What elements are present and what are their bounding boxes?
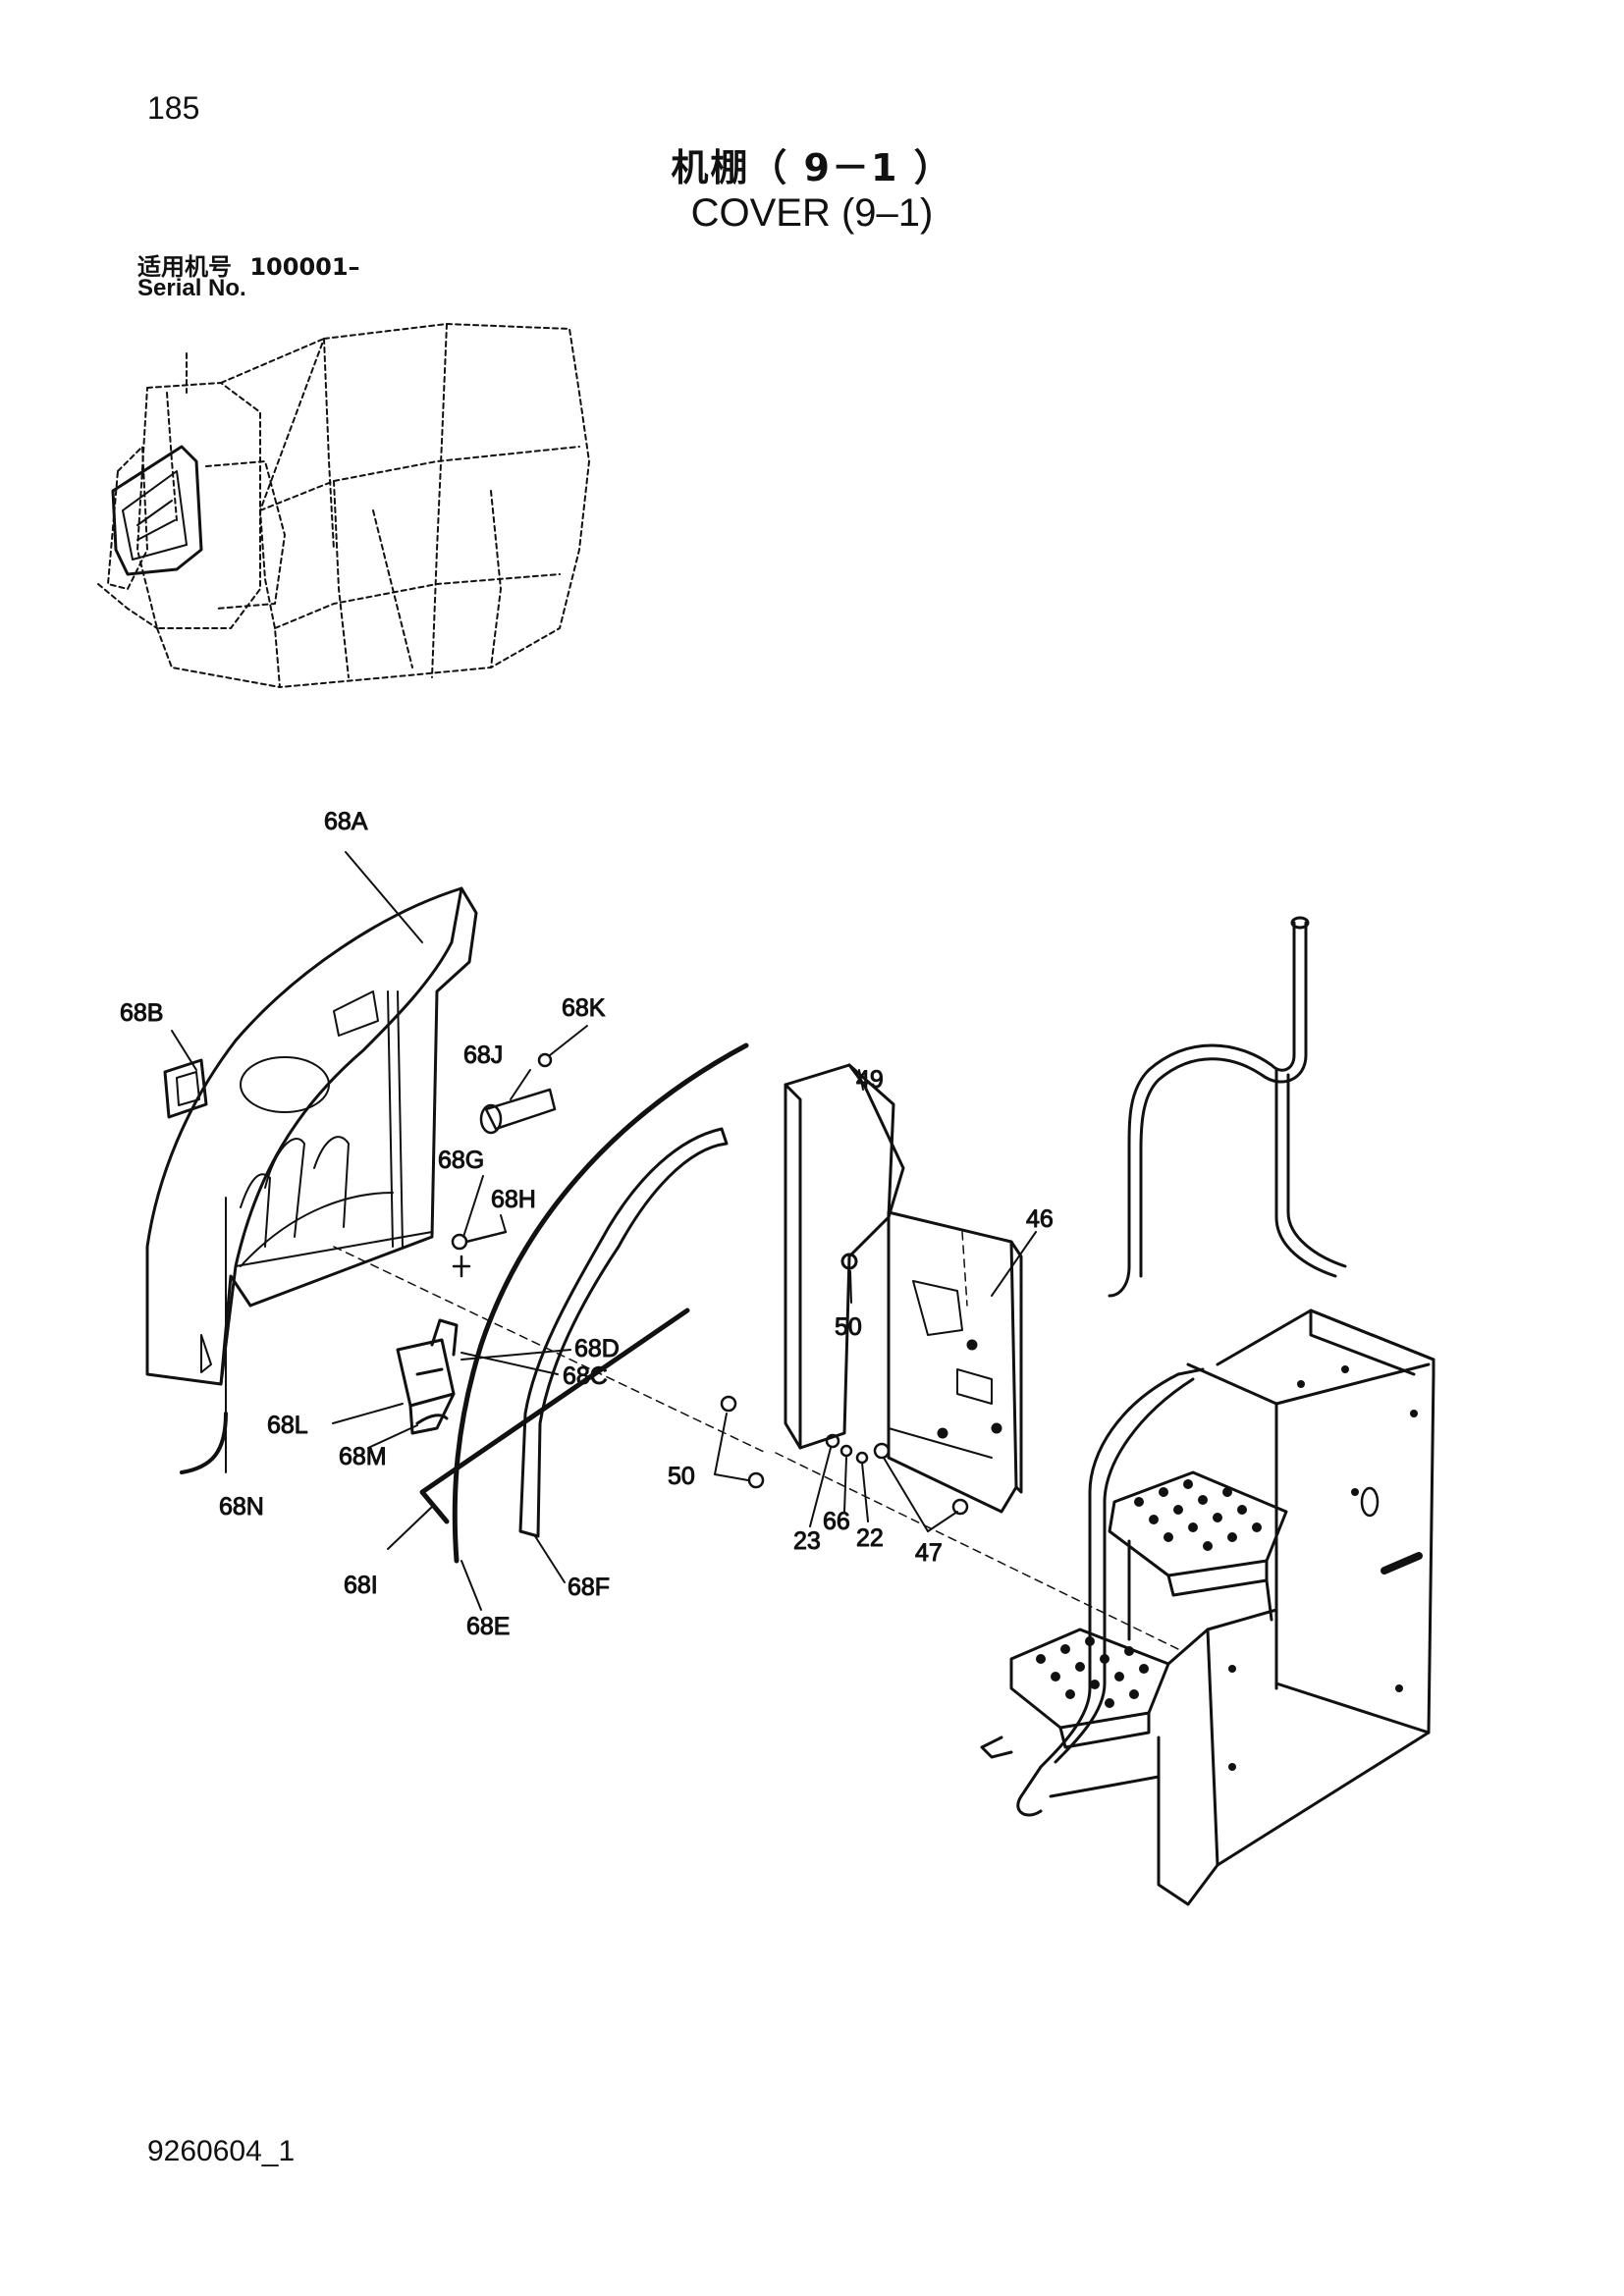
part-68E-seal (452, 1042, 749, 1564)
leader-lines (171, 851, 1037, 1611)
part-68A-side-panel (145, 886, 478, 1386)
callout-68L: 68L (267, 1412, 308, 1439)
title-chinese: 机棚（ 9－1 ） (671, 146, 953, 189)
callout-46: 46 (1026, 1205, 1054, 1233)
callout-50-upper: 50 (835, 1313, 862, 1341)
callout-22: 22 (856, 1524, 884, 1552)
step-ladder-assembly (980, 916, 1435, 1906)
part-68I-seal (419, 1308, 690, 1524)
callout-68I: 68I (344, 1572, 378, 1599)
serial-label-english: Serial No. (137, 275, 246, 301)
document-code: 9260604_1 (147, 2135, 296, 2167)
callout-68H: 68H (491, 1186, 536, 1213)
ladder-body-hole (1360, 1486, 1380, 1518)
callout-50-lower: 50 (668, 1463, 695, 1490)
callout-66: 66 (823, 1508, 850, 1535)
callout-68M: 68M (339, 1443, 387, 1470)
part-68F-seal (518, 1127, 729, 1538)
callout-68B: 68B (120, 999, 163, 1027)
part-49-bracket (784, 1063, 905, 1450)
ladder-body-slot (1380, 1552, 1423, 1575)
fasteners (720, 1395, 969, 1516)
callout-68N: 68N (219, 1493, 264, 1521)
callout-68A: 68A (324, 808, 368, 835)
callout-68D: 68D (574, 1335, 620, 1362)
serial-value: 100001– (249, 253, 360, 281)
callout-23: 23 (793, 1527, 821, 1555)
part-68L-bracket (396, 1318, 459, 1435)
part-46-panel (887, 1210, 1023, 1514)
callout-47: 47 (915, 1539, 943, 1567)
callout-68E: 68E (466, 1613, 510, 1640)
callout-49: 49 (856, 1066, 884, 1094)
callout-68K: 68K (562, 994, 606, 1022)
part-68B-switch (163, 1058, 208, 1119)
step-holes (1036, 1365, 1418, 1771)
page-number: 185 (147, 90, 200, 126)
machine-overview-thumbnail (97, 323, 590, 688)
serial-label-chinese: 适用机号 100001– (137, 247, 360, 282)
callout-68C: 68C (563, 1362, 608, 1390)
small-hardware-parts (451, 1052, 557, 1278)
serial-label-zh: 适用机号 (137, 253, 232, 281)
callout-68F: 68F (568, 1574, 610, 1601)
part-68M-clip (415, 1414, 449, 1425)
callout-68G: 68G (438, 1147, 484, 1174)
callout-68J: 68J (463, 1041, 503, 1069)
callout-labels: 68A 68B 68K 68J 68G 68H 49 46 50 68D 68C… (120, 808, 1055, 1641)
title-english: COVER (9–1) (690, 191, 934, 235)
part-68N-cable (180, 1412, 228, 1474)
